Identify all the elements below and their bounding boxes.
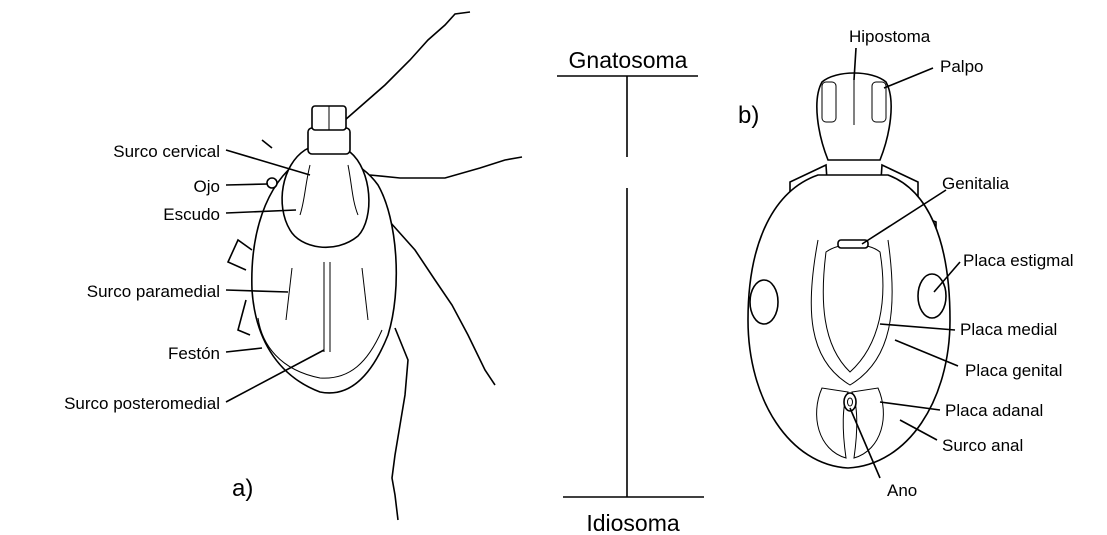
- label-placa-genital: Placa genital: [965, 361, 1062, 380]
- label-surco-anal: Surco anal: [942, 436, 1023, 455]
- label-placa-adanal: Placa adanal: [945, 401, 1043, 420]
- label-hipostoma: Hipostoma: [849, 27, 931, 46]
- stigmal-plate-left: [750, 280, 778, 324]
- leader-feston: [226, 348, 262, 352]
- tick-ventral-illustration: [748, 73, 950, 468]
- label-feston: Festón: [168, 344, 220, 363]
- leg-right-4: [392, 328, 408, 520]
- panel-a-labels: Surco cervical Ojo Escudo Surco paramedi…: [64, 142, 253, 502]
- ventral-idiosoma: [748, 175, 950, 468]
- label-gnatosoma: Gnatosoma: [569, 47, 688, 73]
- leg-right-3: [390, 222, 495, 385]
- body-region-scale: Gnatosoma Idiosoma: [557, 47, 704, 535]
- label-placa-estigmal: Placa estigmal: [963, 251, 1074, 270]
- leader-ojo: [226, 184, 268, 185]
- genital-opening: [838, 240, 868, 248]
- leg-left-1: [262, 140, 272, 148]
- scutum-shield: [282, 144, 369, 247]
- label-surco-posteromedial: Surco posteromedial: [64, 394, 220, 413]
- panel-b-tag: b): [738, 102, 759, 129]
- leg-left-3: [238, 300, 250, 335]
- leg-left-2: [228, 240, 252, 270]
- leader-palpo: [884, 68, 933, 88]
- capitulum-basis: [308, 128, 350, 154]
- label-genitalia: Genitalia: [942, 174, 1010, 193]
- label-surco-paramedial: Surco paramedial: [87, 282, 220, 301]
- label-surco-cervical: Surco cervical: [113, 142, 220, 161]
- stigmal-plate-right: [918, 274, 946, 318]
- label-placa-medial: Placa medial: [960, 320, 1057, 339]
- label-palpo: Palpo: [940, 57, 983, 76]
- label-ano: Ano: [887, 481, 917, 500]
- leg-right-1: [345, 12, 470, 120]
- label-idiosoma: Idiosoma: [586, 510, 680, 535]
- tick-dorsal-illustration: [228, 12, 522, 520]
- eye: [267, 178, 277, 188]
- panel-a-tag: a): [232, 475, 253, 502]
- label-ojo: Ojo: [194, 177, 220, 196]
- leg-right-2: [370, 157, 522, 178]
- label-escudo: Escudo: [163, 205, 220, 224]
